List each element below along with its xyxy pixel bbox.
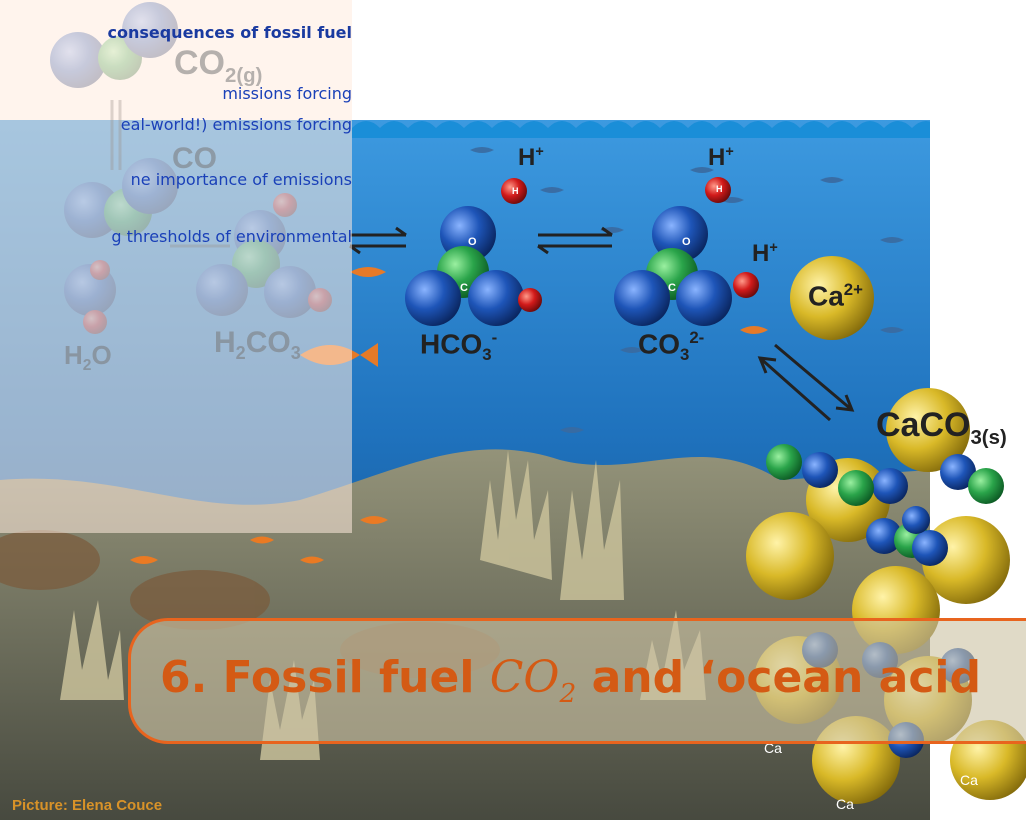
atom-label-o: O [682,236,691,248]
picture-credit: Picture: Elena Couce [12,797,163,814]
section-title-bar [128,618,1026,744]
calcium-small-label: Ca [960,772,978,788]
h2o-label: H2O [64,340,112,375]
co2-formula: CO2 [489,652,577,709]
co2-aq-label: CO [172,142,217,175]
calcium-small-label: Ca [764,740,782,756]
atom-label-c: C [460,282,468,294]
hydrogen-ion-label-3: H+ [752,240,778,267]
section-title: 6. Fossil fuel CO2 and ‘ocean acid [160,652,981,709]
calcium-ion-label: Ca2+ [808,280,863,312]
bullet-overlay-panel [0,0,352,533]
bullet-heading: consequences of fossil fuel [107,23,352,42]
atom-label-o: O [468,236,477,248]
carbonate-label: CO32- [638,328,705,364]
h2co3-label: H2CO3 [214,326,301,363]
bullet-line-1: missions forcing [222,84,352,103]
hydrogen-ion-label-2: H+ [708,144,734,171]
calcium-small-label: Ca [836,796,854,812]
hydrogen-ion-label-1: H+ [518,144,544,171]
calcium-carbonate-label: CaCO3(s) [876,406,1007,449]
co2-gas-label: CO2(g) [174,44,263,87]
atom-label-h: H [512,186,519,196]
atom-label-c: C [668,282,676,294]
bullet-line-4: g thresholds of environmental [111,227,352,246]
atom-label-h: H [716,184,723,194]
bicarbonate-label: HCO3- [420,328,498,364]
bullet-line-3: ne importance of emissions [130,170,352,189]
bullet-line-2: eal-world!) emissions forcing [120,115,352,134]
